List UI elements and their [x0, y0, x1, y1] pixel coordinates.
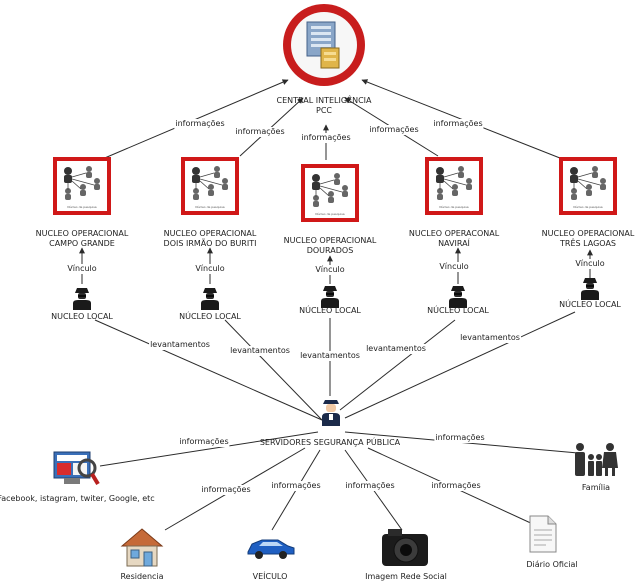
edge-label-survey-4: levantamentos [365, 344, 427, 354]
local-nucleus-label-3: NÚCLEO LOCAL [299, 306, 361, 315]
network-people-icon [436, 166, 472, 200]
operational-nucleus-line2: DOURADOS [306, 246, 354, 255]
family-icon [575, 443, 618, 476]
operational-nucleus-line1: NUCLEO OPERACONAL [408, 229, 500, 238]
servers-label: SERVIDORES SEGURANÇA PÚBLICA [259, 438, 401, 447]
operational-nucleus-caption: Núcleo de pesquisa [67, 205, 97, 209]
edge-label-info-op1: informações [174, 119, 226, 129]
operational-nucleus-box-4[interactable]: Núcleo de pesquisa [425, 157, 483, 215]
operational-nucleus-line2: CAMPO GRANDE [49, 239, 115, 248]
network-people-icon [570, 166, 606, 200]
edge-label-info-family: informações [434, 433, 486, 443]
central-title-line1: CENTRAL INTELIGÊNCIA [276, 96, 372, 105]
social-image-label: Imagem Rede Social [365, 572, 447, 581]
document-icon [529, 515, 557, 553]
edge-label-link-4: Vínculo [438, 262, 470, 272]
network-people-icon [312, 173, 348, 207]
database-server-icon [306, 21, 340, 69]
edge-label-info-internet: informações [178, 437, 230, 447]
operational-nucleus-line1: NUCLEO OPERACIONAL [163, 229, 257, 238]
gazette-label: Diário Oficial [526, 560, 578, 569]
edge-label-info-vehicle: informações [270, 481, 322, 491]
local-nucleus-label-5: NÚCLEO LOCAL [559, 300, 621, 309]
operational-nucleus-line2: NAVIRAÍ [438, 239, 470, 248]
agent-icon [73, 288, 91, 310]
agent-icon [449, 286, 467, 308]
operational-nucleus-line1: NUCLEO OPERACIONAL [35, 229, 129, 238]
operational-nucleus-line1: NUCLEO OPERACIONAL [541, 229, 635, 238]
edge-label-survey-2: levantamentos [229, 346, 291, 356]
edge-servers-internet [99, 431, 319, 467]
edge-servers-local1 [94, 319, 323, 421]
edge-label-info-op4: informações [368, 125, 420, 135]
internet-search-icon [53, 451, 100, 486]
camera-icon [382, 529, 428, 566]
edge-label-info-op3: informações [300, 133, 352, 143]
edge-label-survey-1: levantamentos [149, 340, 211, 350]
edge-label-info-social: informações [344, 481, 396, 491]
internet-label: Facebook, istagram, twiter, Google, etc [0, 494, 155, 503]
central-title: CENTRAL INTELIGÊNCIA PCC [277, 96, 372, 116]
agent-icon [321, 286, 339, 308]
house-icon [120, 528, 164, 567]
edge-label-link-3: Vínculo [314, 265, 346, 275]
car-icon [247, 539, 295, 559]
edge-label-link-2: Vínculo [194, 264, 226, 274]
edge-label-link-5: Vínculo [574, 259, 606, 269]
operational-nucleus-line2: TRÊS LAGOAS [560, 239, 616, 248]
operational-nucleus-box-5[interactable]: Núcleo de pesquisa [559, 157, 617, 215]
family-label: Família [581, 483, 611, 492]
local-nucleus-label-1: NUCLEO LOCAL [51, 312, 113, 321]
agent-icon [201, 288, 219, 310]
edge-label-info-op2: informações [234, 127, 286, 137]
edge-label-info-gazette: informações [430, 481, 482, 491]
operational-nucleus-caption: Núcleo de pesquisa [439, 205, 469, 209]
edge-servers-local5 [344, 311, 576, 419]
edge-servers-local2 [224, 319, 323, 421]
operational-nucleus-line2: DOIS IRMÃO DO BURITI [163, 239, 257, 248]
edge-label-info-op5: informações [432, 119, 484, 129]
edge-label-info-residence: informações [200, 485, 252, 495]
operational-nucleus-caption: Núcleo de pesquisa [195, 205, 225, 209]
edge-label-survey-5: levantamentos [459, 333, 521, 343]
operational-nucleus-box-2[interactable]: Núcleo de pesquisa [181, 157, 239, 215]
central-intelligence-hub[interactable] [283, 4, 365, 86]
central-hub-inner [291, 12, 357, 78]
local-nucleus-label-4: NÚCLEO LOCAL [427, 306, 489, 315]
vehicle-label: VEÍCULO [252, 572, 288, 581]
residence-label: Residencia [120, 572, 164, 581]
network-people-icon [192, 166, 228, 200]
operational-nucleus-caption: Núcleo de pesquisa [315, 212, 345, 216]
network-people-icon [64, 166, 100, 200]
operational-nucleus-box-1[interactable]: Núcleo de pesquisa [53, 157, 111, 215]
edge-servers-local4 [339, 319, 456, 411]
edge-label-link-1: Vínculo [66, 264, 98, 274]
operational-nucleus-caption: Núcleo de pesquisa [573, 205, 603, 209]
police-officer-icon [322, 400, 340, 426]
operational-nucleus-box-3[interactable]: Núcleo de pesquisa [301, 164, 359, 222]
agent-icon [581, 278, 599, 300]
central-title-line2: PCC [315, 106, 332, 115]
operational-nucleus-line1: NUCLEO OPERACIONAL [283, 236, 377, 245]
edge-label-survey-3: levantamentos [299, 351, 361, 361]
local-nucleus-label-2: NÚCLEO LOCAL [179, 312, 241, 321]
